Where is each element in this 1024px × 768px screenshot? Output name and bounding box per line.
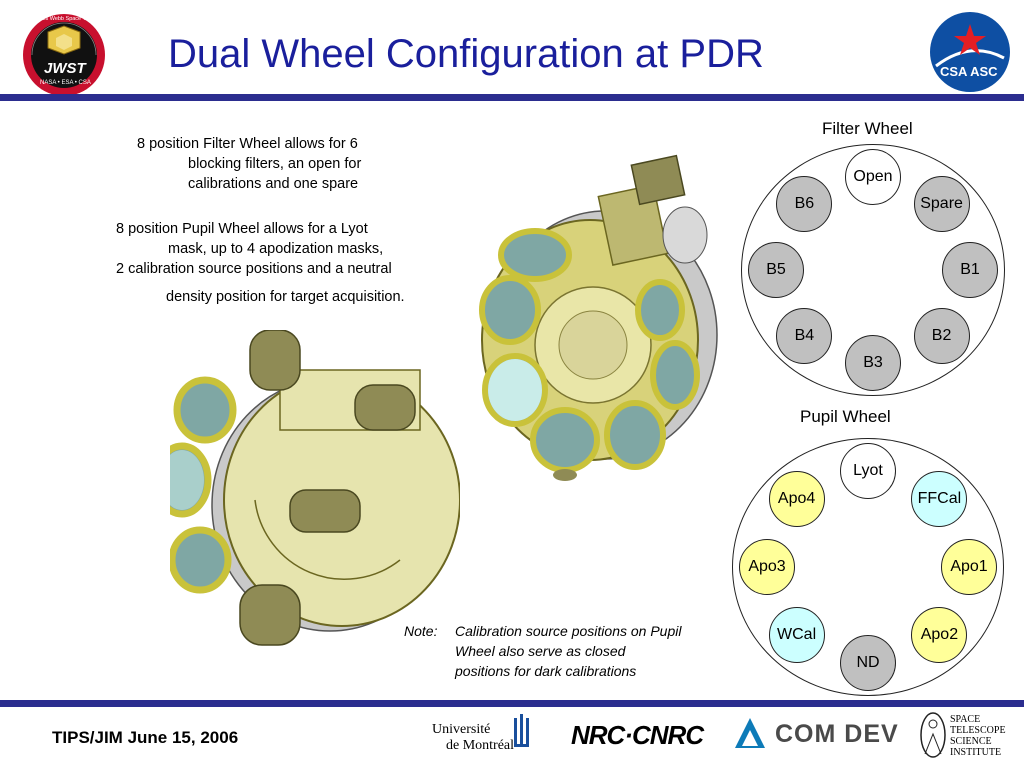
filter-slot-b4: B4 (776, 307, 833, 364)
filter-description-line-3: calibrations and one spare (188, 176, 359, 192)
filter-slot-b2: B2 (913, 307, 970, 364)
jwst-logo-subtext: NASA • ESA • CSA (40, 80, 91, 86)
jwst-logo: JWST NASA • ESA • CSA James Webb Space T… (18, 12, 110, 98)
pupil-wheel-diagram: Lyot FFCal Apo1 Apo2 ND WCal Apo3 Apo4 (732, 438, 1004, 696)
pupil-description-line-2: mask, up to 4 apodization masks, (168, 241, 384, 257)
jwst-logo-ring-text: James Webb Space Telescope (32, 16, 108, 22)
note-line-2: Wheel also serve as closed (455, 643, 626, 659)
filter-slot-b3: B3 (845, 335, 901, 391)
page-title: Dual Wheel Configuration at PDR (168, 32, 764, 76)
stsci-mark-icon (920, 712, 946, 758)
pupil-slot-wcal: WCal (768, 606, 825, 663)
dual-wheel-render-front (479, 154, 718, 481)
universite-de-montreal-logo: Université de Montréal (428, 710, 534, 756)
stsci-logo: SPACE TELESCOPE SCIENCE INSTITUTE (918, 710, 1018, 762)
dual-wheel-render-back (170, 330, 460, 646)
pupil-description-line-1: 8 position Pupil Wheel allows for a Lyot (116, 221, 368, 237)
header-rule (0, 94, 1024, 101)
filter-slot-b5: B5 (748, 242, 804, 298)
note-line-3: positions for dark calibrations (455, 663, 637, 679)
com-dev-logo: COM DEV (733, 714, 903, 754)
nrc-cnrc-logo: NRC·CNRC (571, 720, 704, 750)
jwst-logo-text: JWST (44, 60, 86, 77)
filter-wheel-diagram: Open Spare B1 B2 B3 B4 B5 B6 (741, 144, 1005, 396)
pupil-slot-apo3: Apo3 (739, 539, 795, 595)
filter-slot-spare: Spare (913, 176, 970, 233)
note-prefix: Note: (404, 623, 438, 639)
filter-description-line-2: blocking filters, an open for (188, 156, 362, 172)
csa-logo: CSA ASC (928, 10, 1012, 94)
udem-crest-icon (514, 714, 529, 747)
pupil-description-line-4: density position for target acquisition. (166, 289, 405, 305)
com-dev-mark-icon (735, 718, 765, 748)
pupil-slot-nd: ND (840, 635, 896, 691)
jwst-mission-patch-icon (23, 14, 105, 96)
filter-description-line-1: 8 position Filter Wheel allows for 6 (137, 136, 358, 152)
filter-slot-open: Open (845, 149, 901, 205)
filter-slot-b1: B1 (942, 242, 998, 298)
pupil-slot-ffcal: FFCal (911, 471, 968, 528)
csa-asc-logo-icon (930, 12, 1010, 92)
pupil-slot-lyot: Lyot (840, 443, 896, 499)
filter-wheel-title: Filter Wheel (822, 119, 913, 138)
note-line-1: Calibration source positions on Pupil (455, 623, 682, 639)
footer-rule (0, 700, 1024, 707)
pupil-slot-apo4: Apo4 (768, 471, 825, 528)
footer-text: TIPS/JIM June 15, 2006 (52, 728, 239, 747)
csa-logo-text: CSA ASC (940, 64, 998, 79)
pupil-slot-apo1: Apo1 (941, 539, 997, 595)
filter-slot-b6: B6 (776, 176, 833, 233)
pupil-description-line-3: 2 calibration source positions and a neu… (116, 261, 392, 277)
pupil-wheel-title: Pupil Wheel (800, 407, 891, 426)
pupil-slot-apo2: Apo2 (911, 606, 968, 663)
